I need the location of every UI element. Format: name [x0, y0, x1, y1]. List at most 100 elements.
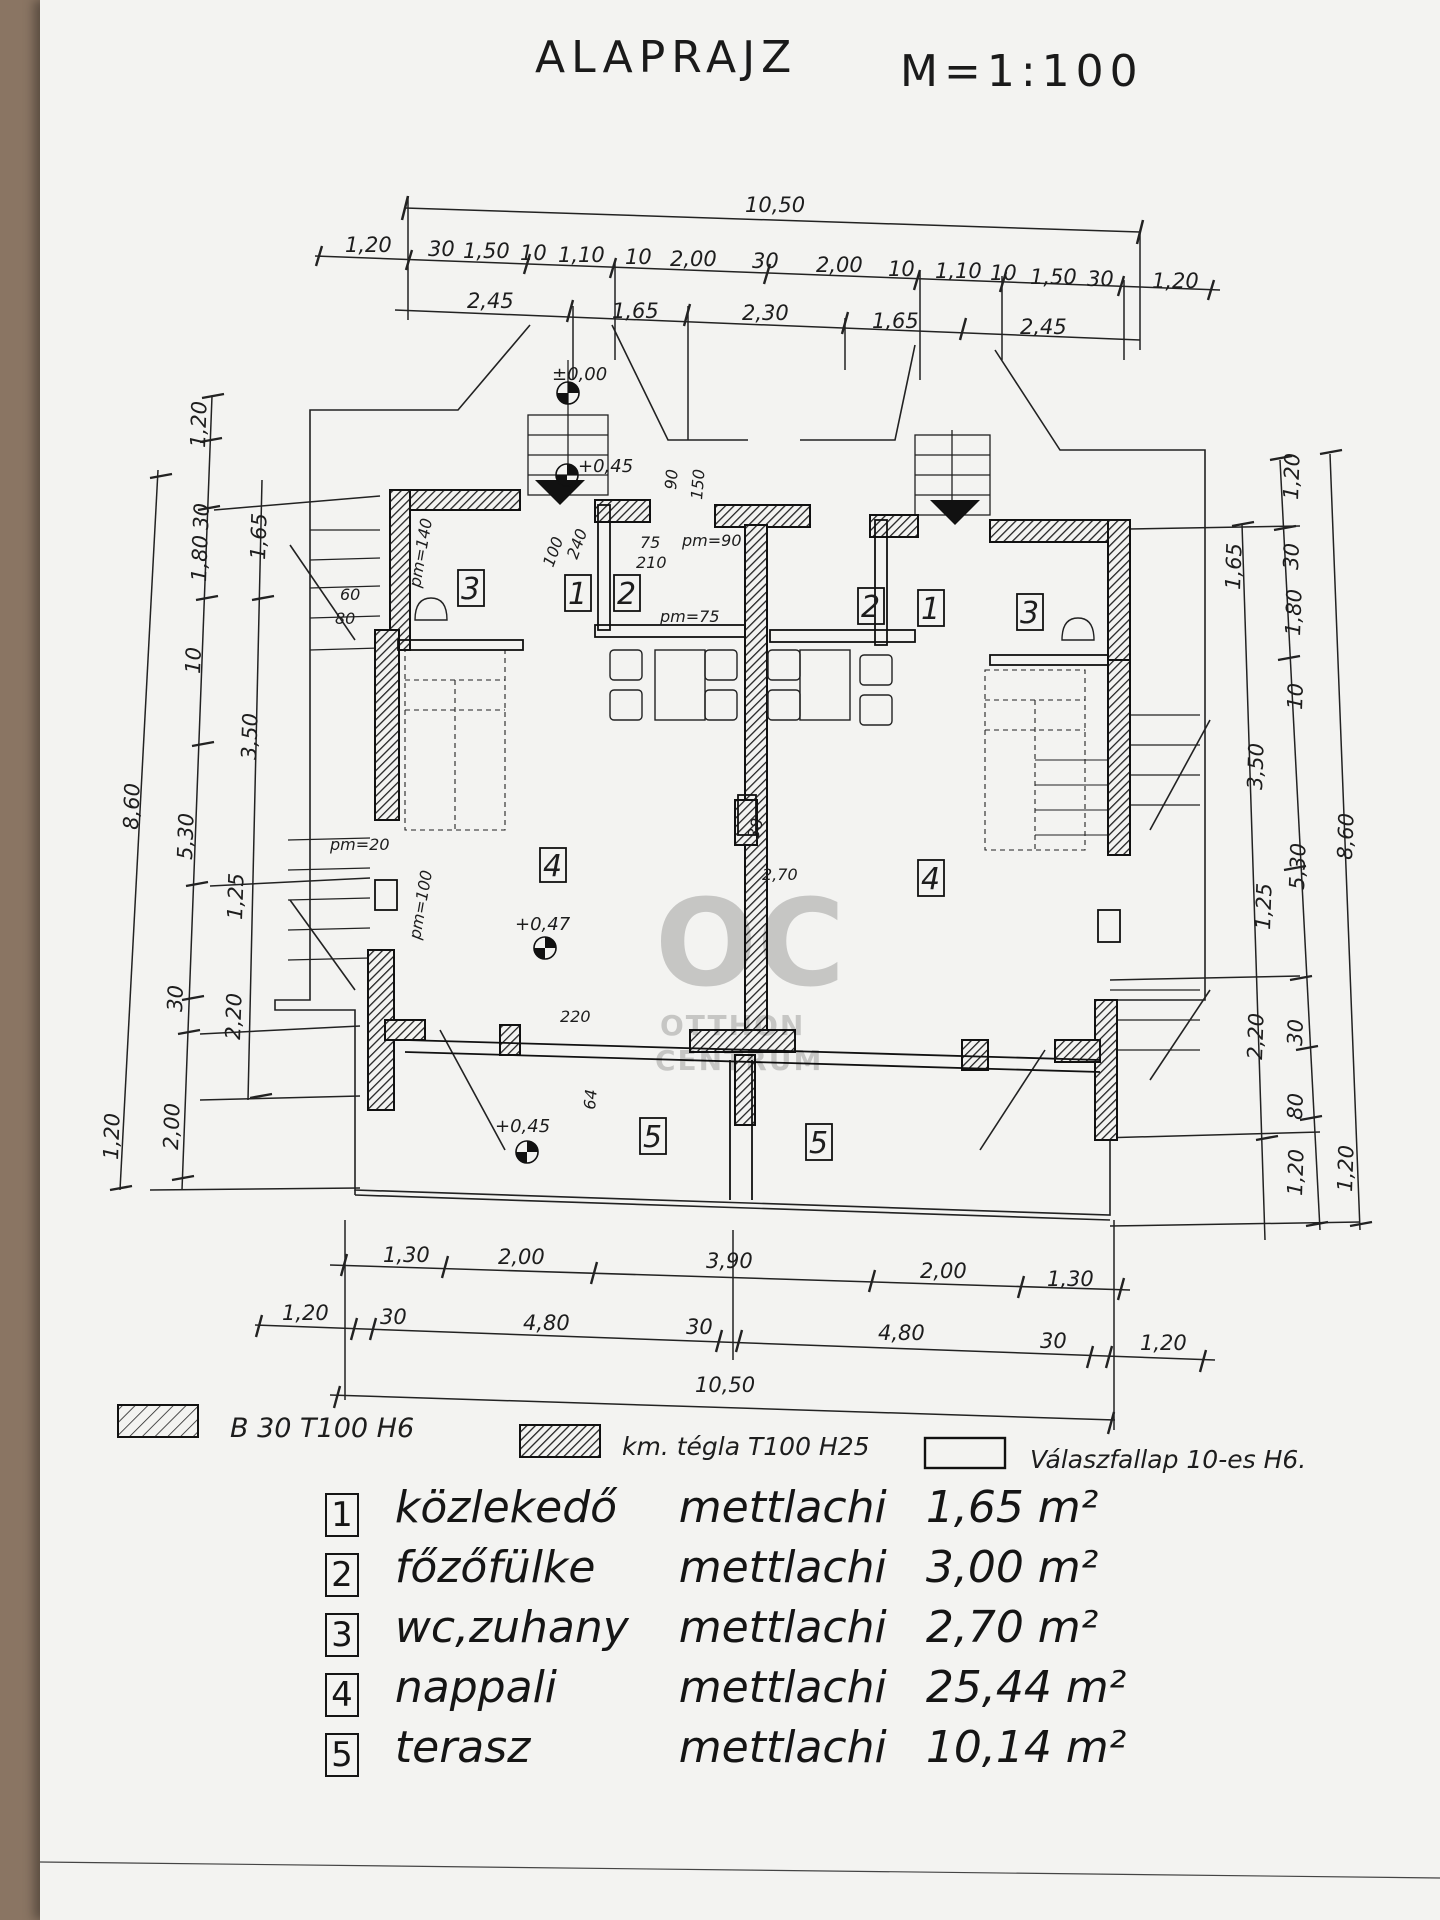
svg-text:1,20: 1,20	[1279, 453, 1305, 501]
svg-text:1,25: 1,25	[223, 873, 249, 921]
drawing-sheet	[40, 0, 1440, 1920]
svg-text:pm=75: pm=75	[659, 607, 720, 626]
room-number: 1	[325, 1493, 359, 1537]
svg-text:10: 10	[990, 261, 1017, 285]
svg-text:+0,47: +0,47	[515, 914, 571, 935]
room-area: 2,70 m²	[925, 1602, 1099, 1653]
legend-label-concrete: B 30 T100 H6	[230, 1413, 414, 1444]
svg-text:150: 150	[687, 468, 709, 500]
room-area: 3,00 m²	[925, 1542, 1099, 1593]
room-number-labels: 1 2 3 4 5 2 1 3 4 5	[457, 569, 1044, 1161]
partition-walls	[374, 504, 1121, 1200]
svg-text:1: 1	[921, 592, 940, 627]
svg-text:8,60: 8,60	[1333, 813, 1359, 861]
svg-text:2,45: 2,45	[467, 289, 514, 313]
svg-text:90: 90	[661, 468, 682, 490]
svg-text:5,30: 5,30	[173, 813, 199, 861]
material-legend: B 30 T100 H6 km. tégla T100 H25 Válaszfa…	[117, 1404, 1306, 1474]
svg-text:1,20: 1,20	[186, 401, 212, 449]
svg-text:10: 10	[888, 257, 915, 281]
svg-text:1,20: 1,20	[1333, 1145, 1359, 1193]
opening-annotations: 90 150 75 210 pm=90 pm=75 100 240 pm=140…	[329, 468, 798, 1110]
svg-text:64: 64	[580, 1088, 601, 1110]
svg-text:4: 4	[543, 849, 562, 884]
svg-text:1,65: 1,65	[1221, 543, 1247, 591]
svg-text:1,10: 1,10	[558, 243, 605, 267]
room-row: 2 főzőfülke mettlachi 3,00 m²	[325, 1538, 1145, 1598]
svg-text:1,20: 1,20	[282, 1301, 329, 1325]
otthon-centrum-watermark: OC OTTHON CENTRUM	[655, 875, 845, 1077]
svg-text:1: 1	[568, 577, 587, 612]
svg-text:CENTRUM: CENTRUM	[655, 1044, 823, 1077]
svg-text:+0,45: +0,45	[495, 1116, 550, 1137]
svg-text:2,20: 2,20	[221, 993, 247, 1041]
svg-text:1,65: 1,65	[872, 309, 919, 333]
svg-text:80: 80	[1283, 1093, 1308, 1121]
room-row: 4 nappali mettlachi 25,44 m²	[325, 1658, 1145, 1718]
svg-text:1,80: 1,80	[1281, 589, 1307, 637]
svg-text:3,90: 3,90	[706, 1249, 753, 1273]
svg-text:1,20: 1,20	[1152, 269, 1199, 293]
svg-text:30: 30	[189, 503, 214, 531]
room-name: főzőfülke	[394, 1542, 596, 1593]
svg-text:3,50: 3,50	[237, 713, 263, 761]
svg-text:pm=90: pm=90	[681, 531, 742, 550]
room-area: 25,44 m²	[925, 1662, 1127, 1713]
svg-text:30: 30	[163, 985, 188, 1013]
svg-text:1,20: 1,20	[1283, 1149, 1309, 1197]
svg-text:240: 240	[563, 526, 591, 561]
svg-text:2,00: 2,00	[816, 253, 863, 277]
svg-text:10: 10	[1283, 683, 1308, 711]
svg-text:1,50: 1,50	[463, 239, 510, 263]
svg-text:±0,00: ±0,00	[552, 364, 607, 385]
svg-text:5: 5	[643, 1120, 662, 1155]
svg-text:4,80: 4,80	[878, 1321, 925, 1345]
room-area: 10,14 m²	[925, 1722, 1127, 1773]
svg-text:1,20: 1,20	[345, 233, 392, 257]
svg-text:30: 30	[1040, 1329, 1067, 1353]
svg-text:5: 5	[809, 1126, 828, 1161]
svg-text:2: 2	[861, 590, 880, 625]
legend-swatch-partition	[923, 1436, 1007, 1470]
room-name: wc,zuhany	[394, 1602, 629, 1653]
svg-text:30: 30	[1279, 543, 1304, 571]
svg-text:2,00: 2,00	[920, 1259, 967, 1283]
room-number: 5	[325, 1733, 359, 1777]
base-outline	[274, 324, 1211, 1221]
room-material: mettlachi	[678, 1662, 887, 1713]
svg-text:2,45: 2,45	[1020, 315, 1067, 339]
svg-text:30: 30	[686, 1315, 713, 1339]
svg-text:10: 10	[625, 245, 652, 269]
dimension-lines	[109, 195, 1373, 1435]
svg-text:210: 210	[636, 553, 667, 572]
svg-text:1,65: 1,65	[612, 299, 659, 323]
legend-swatch-brick	[519, 1424, 601, 1458]
svg-text:2: 2	[617, 577, 636, 612]
svg-text:30: 30	[1283, 1019, 1308, 1047]
svg-text:30: 30	[428, 237, 455, 261]
svg-text:2,00: 2,00	[159, 1103, 185, 1151]
svg-text:30: 30	[752, 249, 779, 273]
room-material: mettlachi	[678, 1722, 887, 1773]
svg-text:220: 220	[560, 1007, 591, 1026]
room-row: 1 közlekedő mettlachi 1,65 m²	[325, 1478, 1145, 1538]
room-material: mettlachi	[678, 1602, 887, 1653]
room-area: 1,65 m²	[925, 1482, 1099, 1533]
svg-text:3: 3	[461, 572, 480, 607]
room-row: 5 terasz mettlachi 10,14 m²	[325, 1718, 1145, 1778]
svg-text:OC: OC	[655, 875, 845, 1014]
room-material: mettlachi	[678, 1542, 887, 1593]
svg-text:2,00: 2,00	[670, 247, 717, 271]
svg-text:75: 75	[640, 533, 660, 552]
room-name: nappali	[394, 1662, 558, 1713]
svg-text:3,50: 3,50	[1243, 743, 1269, 791]
room-number: 4	[325, 1673, 359, 1717]
svg-text:4: 4	[921, 862, 940, 897]
svg-text:1,25: 1,25	[1251, 883, 1277, 931]
room-schedule: 1 közlekedő mettlachi 1,65 m² 2 főzőfülk…	[325, 1478, 1145, 1778]
legend-label-brick: km. tégla T100 H25	[622, 1432, 870, 1461]
svg-text:1,30: 1,30	[1047, 1267, 1094, 1291]
svg-text:30: 30	[1087, 267, 1114, 291]
svg-text:1,65: 1,65	[246, 513, 272, 561]
